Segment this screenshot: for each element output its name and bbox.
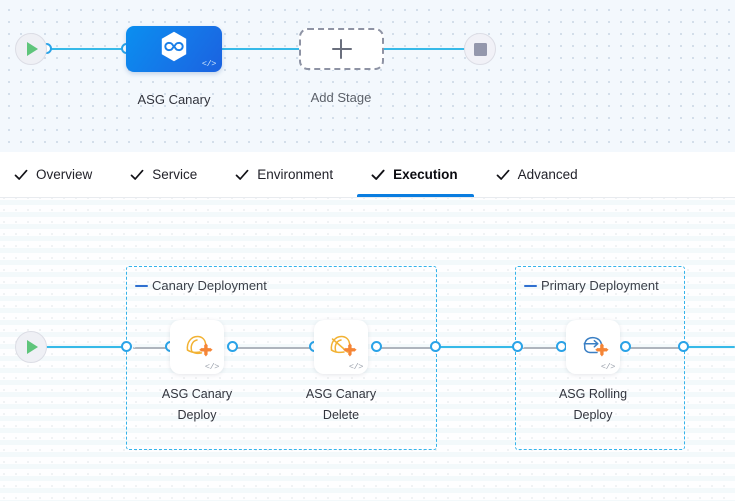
- exec-port-start[interactable]: [121, 341, 132, 352]
- exec-line-g2-a: [522, 347, 562, 349]
- play-icon: [27, 340, 38, 354]
- tab-label: Environment: [257, 167, 334, 182]
- step-node-asg-canary-deploy[interactable]: </>: [170, 320, 224, 374]
- hexagon-infinity-icon: [159, 31, 189, 68]
- asg-canary-delete-icon: [323, 327, 359, 364]
- step-group-primary-deployment[interactable]: [515, 266, 685, 450]
- check-icon: [496, 168, 510, 182]
- add-stage-label: Add Stage: [310, 90, 372, 105]
- tab-overview[interactable]: Overview: [14, 152, 92, 197]
- stop-square-icon: [473, 42, 487, 56]
- exec-line-g1-c: [377, 347, 435, 349]
- exec-port-group2-exit[interactable]: [678, 341, 689, 352]
- exec-line-start: [40, 346, 130, 348]
- exec-port-rolling-deploy-out[interactable]: [620, 341, 631, 352]
- tab-advanced[interactable]: Advanced: [496, 152, 578, 197]
- execution-canvas[interactable]: Canary Deployment Primary Deployment: [0, 198, 735, 501]
- tab-service[interactable]: Service: [130, 152, 197, 197]
- exec-port-canary-deploy-out[interactable]: [227, 341, 238, 352]
- step-label-asg-canary-delete: ASG Canary Delete: [281, 384, 401, 426]
- tab-list: Overview Service Environment Execution: [14, 152, 616, 197]
- stage-connector-line-3: [378, 48, 478, 50]
- stage-tabbar: Overview Service Environment Execution: [0, 152, 735, 198]
- stage-label-asg-canary: ASG Canary: [137, 92, 211, 107]
- exec-line-between-groups: [436, 346, 520, 348]
- tab-label: Overview: [36, 167, 93, 182]
- group-label-primary-deployment[interactable]: Primary Deployment: [524, 278, 659, 293]
- stage-connector-line-1: [40, 48, 140, 50]
- stage-code-badge[interactable]: </>: [201, 59, 217, 69]
- asg-rolling-deploy-icon: [575, 327, 611, 364]
- tab-environment[interactable]: Environment: [235, 152, 333, 197]
- step-node-asg-canary-delete[interactable]: </>: [314, 320, 368, 374]
- exec-line-g2-b: [623, 347, 683, 349]
- tab-label: Advanced: [517, 167, 578, 182]
- step-label-line2: Deploy: [177, 408, 217, 422]
- step-label-line2: Deploy: [573, 408, 613, 422]
- tab-label: Execution: [393, 167, 458, 182]
- check-icon: [371, 168, 385, 182]
- add-stage-button[interactable]: [299, 28, 384, 70]
- asg-canary-deploy-icon: [179, 327, 215, 364]
- stage-canvas[interactable]: </> ASG Canary Add Stage: [0, 0, 735, 152]
- step-code-badge[interactable]: </>: [204, 362, 220, 372]
- stage-node-asg-canary[interactable]: </>: [126, 26, 222, 72]
- check-icon: [130, 168, 144, 182]
- minus-icon[interactable]: [135, 284, 148, 287]
- minus-icon[interactable]: [524, 284, 537, 287]
- exec-line-g1-b: [232, 347, 312, 349]
- step-label-line2: Delete: [322, 408, 360, 422]
- step-code-badge[interactable]: </>: [348, 362, 364, 372]
- exec-line-tail: [684, 346, 735, 348]
- pipeline-end-node[interactable]: [464, 33, 496, 65]
- step-label-line1: ASG Canary: [161, 387, 233, 401]
- play-icon: [27, 42, 38, 56]
- step-label-line1: ASG Rolling: [558, 387, 628, 401]
- exec-port-group2-entry[interactable]: [512, 341, 523, 352]
- check-icon: [235, 168, 249, 182]
- plus-icon: [331, 39, 352, 59]
- tab-execution[interactable]: Execution: [357, 152, 474, 197]
- tab-label: Service: [152, 167, 198, 182]
- exec-port-canary-delete-out[interactable]: [371, 341, 382, 352]
- exec-line-g1-a: [133, 347, 171, 349]
- pipeline-start-node[interactable]: [15, 33, 47, 65]
- step-label-asg-canary-deploy: ASG Canary Deploy: [137, 384, 257, 426]
- group-label-canary-deployment[interactable]: Canary Deployment: [135, 278, 267, 293]
- step-node-asg-rolling-deploy[interactable]: </>: [566, 320, 620, 374]
- step-group-canary-deployment[interactable]: [126, 266, 437, 450]
- step-code-badge[interactable]: </>: [600, 362, 616, 372]
- step-label-asg-rolling-deploy: ASG Rolling Deploy: [533, 384, 653, 426]
- check-icon: [14, 168, 28, 182]
- execution-start-node[interactable]: [15, 331, 47, 363]
- group-label-text: Primary Deployment: [541, 278, 659, 293]
- exec-port-group1-exit[interactable]: [430, 341, 441, 352]
- group-label-text: Canary Deployment: [152, 278, 267, 293]
- step-label-line1: ASG Canary: [305, 387, 377, 401]
- stage-connector-line-2: [210, 48, 312, 50]
